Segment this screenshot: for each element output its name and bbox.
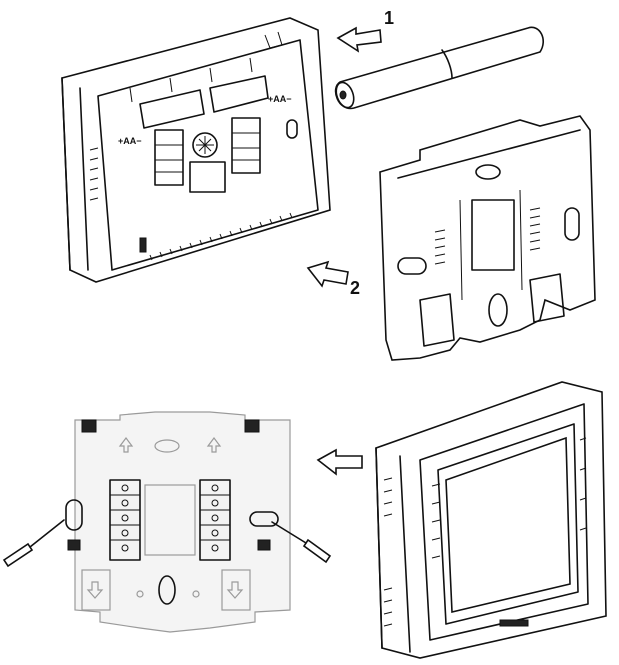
- battery-icon: [334, 26, 544, 110]
- arrow-left-icon: [336, 26, 382, 53]
- battery-label-left: +AA−: [118, 136, 142, 146]
- battery-label-right: +AA−: [268, 94, 292, 104]
- wall-plate-mounted: [65, 411, 291, 633]
- arrow-left-icon: [306, 260, 349, 288]
- thermostat-front-unit: [375, 381, 607, 659]
- step-1-label: 1: [384, 8, 394, 28]
- screwdriver-icon: [2, 519, 65, 568]
- thermostat-back-housing: +AA− +AA−: [61, 17, 331, 283]
- arrow-left-icon: [316, 448, 363, 476]
- wall-mounting-plate: [379, 115, 596, 361]
- screwdriver-icon: [271, 521, 332, 564]
- step-2-label: 2: [350, 278, 360, 298]
